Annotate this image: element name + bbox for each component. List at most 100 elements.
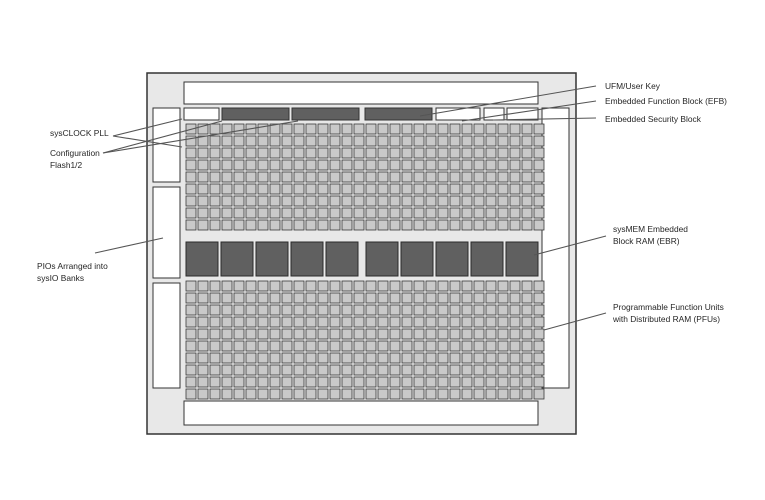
pfu-cell [365,219,377,231]
pfu-cell [329,388,341,400]
pfu-cell [377,340,389,352]
pfu-cell [509,183,521,195]
pfu-cell [461,292,473,304]
pfu-cell [377,388,389,400]
pfu-cell [281,352,293,364]
pfu-cell [521,207,533,219]
pfu-cell [269,328,281,340]
leader-sysclock-1 [112,118,183,137]
pfu-cell [185,388,197,400]
pfu-cell [533,280,545,292]
pfu-cell [233,195,245,207]
pfu-cell [341,364,353,376]
pfu-cell [365,388,377,400]
pfu-cell [365,364,377,376]
pfu-cell [293,147,305,159]
pfu-cell [521,135,533,147]
pfu-cell [521,364,533,376]
pfu-cell [437,316,449,328]
pfu-cell [485,195,497,207]
pfu-cell [497,123,509,135]
left-io-bank-bottom [152,282,181,389]
pfu-cell [509,340,521,352]
pfu-cell [377,135,389,147]
pfu-cell [389,388,401,400]
sysclock-pll-block-left [183,107,220,121]
pfu-cell [293,316,305,328]
pfu-cell [437,147,449,159]
pfu-cell [269,388,281,400]
pfu-cell [185,340,197,352]
pfu-cell [353,159,365,171]
pfu-cell [185,219,197,231]
pfu-cell [497,147,509,159]
ebr-row [185,241,539,277]
pfu-cell [197,171,209,183]
pfu-cell [401,292,413,304]
pfu-cell [449,364,461,376]
pfu-cell [293,171,305,183]
config-flash-block-2 [291,107,360,121]
ebr-block [470,241,504,277]
pfu-cell [413,316,425,328]
pfu-cell [221,280,233,292]
pfu-cell [497,280,509,292]
pfu-cell [257,207,269,219]
pfu-cell [377,280,389,292]
pfu-cell [353,388,365,400]
pfu-cell [533,328,545,340]
pfu-cell [401,171,413,183]
pfu-cell [209,340,221,352]
label-efb: Embedded Function Block (EFB) [605,96,727,106]
pfu-cell [413,352,425,364]
pfu-cell [365,195,377,207]
pfu-cell [437,328,449,340]
pfu-cell [473,159,485,171]
ebr-block [325,241,359,277]
pfu-cell [389,328,401,340]
pfu-cell [485,292,497,304]
pfu-cell [317,195,329,207]
label-esb: Embedded Security Block [605,114,702,124]
pfu-cell [413,123,425,135]
pfu-cell [245,135,257,147]
pfu-cell [365,280,377,292]
pfu-cell [209,292,221,304]
pfu-cell [533,171,545,183]
pfu-cell [221,388,233,400]
pfu-cell [437,159,449,171]
pfu-cell [473,195,485,207]
pfu-cell [185,304,197,316]
pfu-cell [365,352,377,364]
pfu-cell [461,328,473,340]
pfu-cell [353,304,365,316]
pfu-cell [461,304,473,316]
pfu-cell [497,219,509,231]
pfu-cell [425,207,437,219]
pfu-cell [269,207,281,219]
pfu-cell [281,292,293,304]
pfu-cell [329,352,341,364]
pfu-cell [473,292,485,304]
pfu-cell [233,219,245,231]
pfu-cell [209,171,221,183]
pfu-cell [425,340,437,352]
pfu-cell [293,207,305,219]
pfu-cell [401,328,413,340]
pfu-cell [317,123,329,135]
pfu-cell [377,147,389,159]
pfu-cell [269,364,281,376]
pfu-cell [281,183,293,195]
bottom-io-bank [183,400,539,426]
pfu-cell [341,388,353,400]
pfu-cell [317,280,329,292]
pfu-cell [281,316,293,328]
pfu-cell [317,340,329,352]
pfu-cell [269,340,281,352]
pfu-cell [497,183,509,195]
pfu-grid [185,123,545,400]
pfu-cell [449,147,461,159]
pfu-cell [257,364,269,376]
pfu-cell [425,183,437,195]
pfu-cell [221,171,233,183]
